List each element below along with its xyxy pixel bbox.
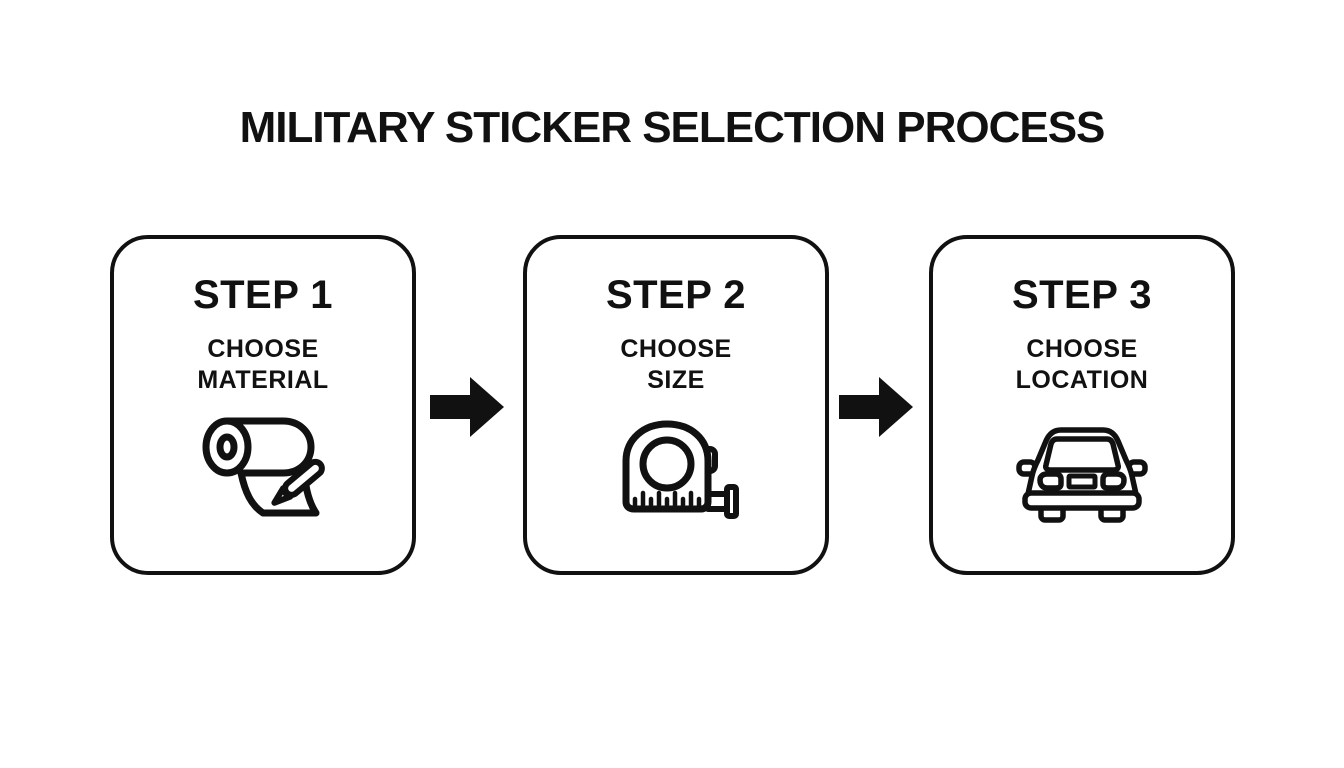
step-card-2: STEP 2 CHOOSE SIZE [523,235,829,575]
step-label-line2: SIZE [647,366,705,394]
step-label: CHOOSE SIZE [527,334,825,396]
step-heading: STEP 3 [1011,273,1153,317]
arrow-right-icon [839,377,913,437]
tape-measure-icon [527,412,825,530]
step-label-line2: LOCATION [1015,366,1149,394]
vinyl-roll-pen-icon [114,412,412,530]
step-label: CHOOSE MATERIAL [114,334,412,396]
step-label-line1: CHOOSE [620,335,732,363]
step-heading: STEP 1 [192,273,334,317]
step-heading: STEP 2 [605,273,747,317]
step-label-line1: CHOOSE [1026,335,1138,363]
step-label-line1: CHOOSE [207,335,319,363]
page-title: MILITARY STICKER SELECTION PROCESS [239,103,1106,152]
step-card-3: STEP 3 CHOOSE LOCATION [929,235,1235,575]
arrow-right-icon [430,377,504,437]
car-front-icon [933,412,1231,530]
step-label-line2: MATERIAL [197,366,329,394]
step-label: CHOOSE LOCATION [933,334,1231,396]
step-card-1: STEP 1 CHOOSE MATERIAL [110,235,416,575]
